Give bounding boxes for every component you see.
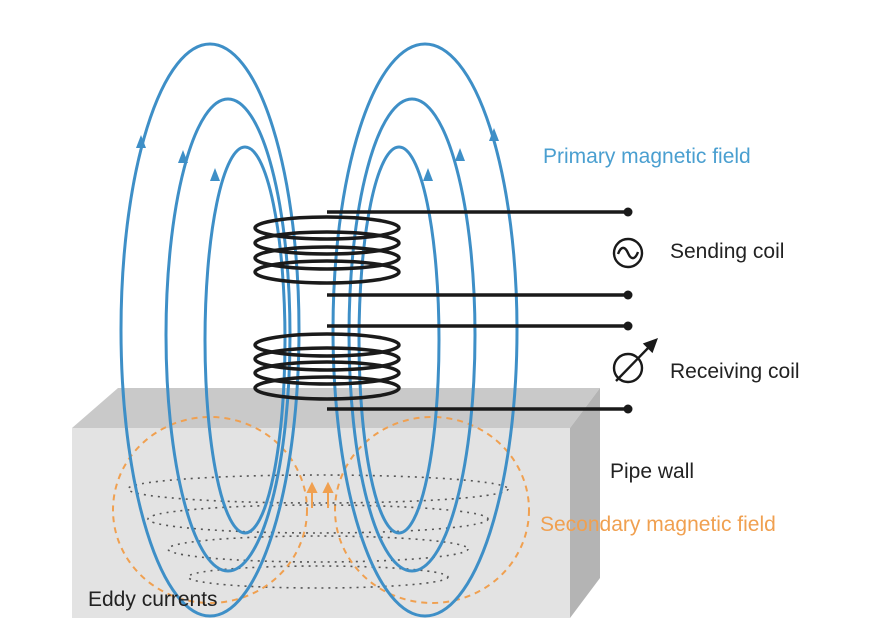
eddy-loop-1 (127, 474, 509, 504)
eddy-loop-4 (187, 565, 449, 589)
sending-coil-label: Sending coil (670, 240, 785, 263)
ac-source-icon (612, 237, 644, 269)
receiving-coil (253, 324, 628, 411)
pipe-wall-label: Pipe wall (610, 460, 695, 483)
eddy-loop-2 (147, 504, 489, 534)
primary-loop-left-outer (119, 42, 301, 618)
eddy-currents-label: Eddy currents (88, 588, 218, 611)
secondary-loop-left (112, 416, 308, 604)
terminal-dot (623, 321, 633, 331)
primary-loop-right-outer (331, 42, 519, 618)
secondary-loop-right (334, 416, 530, 604)
eddy-current-loops (127, 474, 509, 589)
secondary-field-loops (112, 416, 530, 604)
primary-loop-left-inner (203, 145, 287, 535)
terminal-dot (623, 207, 633, 217)
primary-field-arrows (136, 128, 499, 181)
receiving-coil-label: Receiving coil (670, 360, 800, 383)
secondary-field-label: Secondary magnetic field (540, 513, 776, 536)
sending-coil (253, 210, 628, 297)
eddy-loop-3 (167, 535, 469, 563)
meter-icon (612, 337, 659, 384)
pipe-wall-side (570, 388, 600, 618)
secondary-field-arrows (306, 481, 334, 508)
primary-loop-right-inner (357, 145, 441, 535)
terminal-dot (623, 404, 633, 414)
terminal-dots (623, 207, 633, 414)
primary-field-label: Primary magnetic field (543, 145, 751, 168)
terminal-dot (623, 290, 633, 300)
